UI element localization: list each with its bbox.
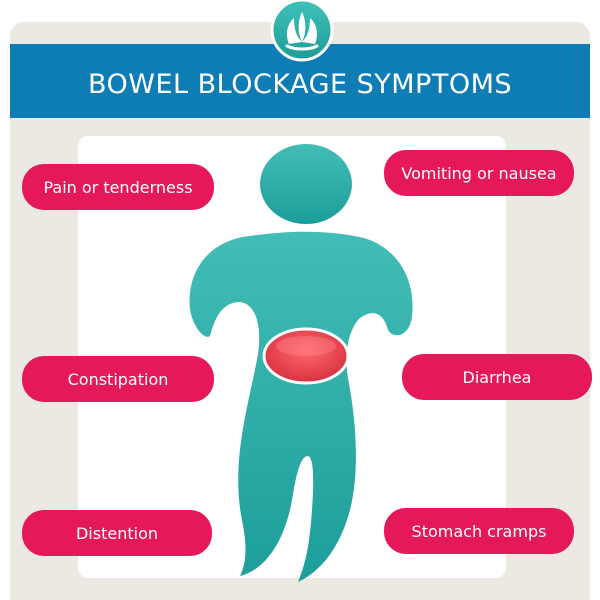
symptom-text: Distention — [75, 523, 158, 543]
lotus-logo-icon — [267, 0, 337, 64]
human-figure-icon — [180, 140, 420, 590]
symptom-label-diarrhea: Diarrhea — [402, 354, 592, 400]
page-title: BOWEL BLOCKAGE SYMPTOMS — [87, 68, 513, 100]
symptom-text: Vomiting or nausea — [401, 163, 557, 183]
symptom-label-distention: Distention — [22, 510, 212, 556]
symptom-label-constipation: Constipation — [22, 356, 214, 402]
symptom-text: Constipation — [67, 369, 169, 389]
symptom-label-cramps: Stomach cramps — [384, 508, 574, 554]
symptom-text: Stomach cramps — [411, 521, 547, 541]
symptom-label-pain: Pain or tenderness — [22, 164, 214, 210]
symptom-text: Diarrhea — [462, 367, 532, 387]
title-banner: BOWEL BLOCKAGE SYMPTOMS — [10, 44, 590, 118]
abdomen-highlight-icon — [262, 327, 350, 385]
symptom-label-vomiting: Vomiting or nausea — [384, 150, 574, 196]
symptom-text: Pain or tenderness — [43, 177, 193, 197]
